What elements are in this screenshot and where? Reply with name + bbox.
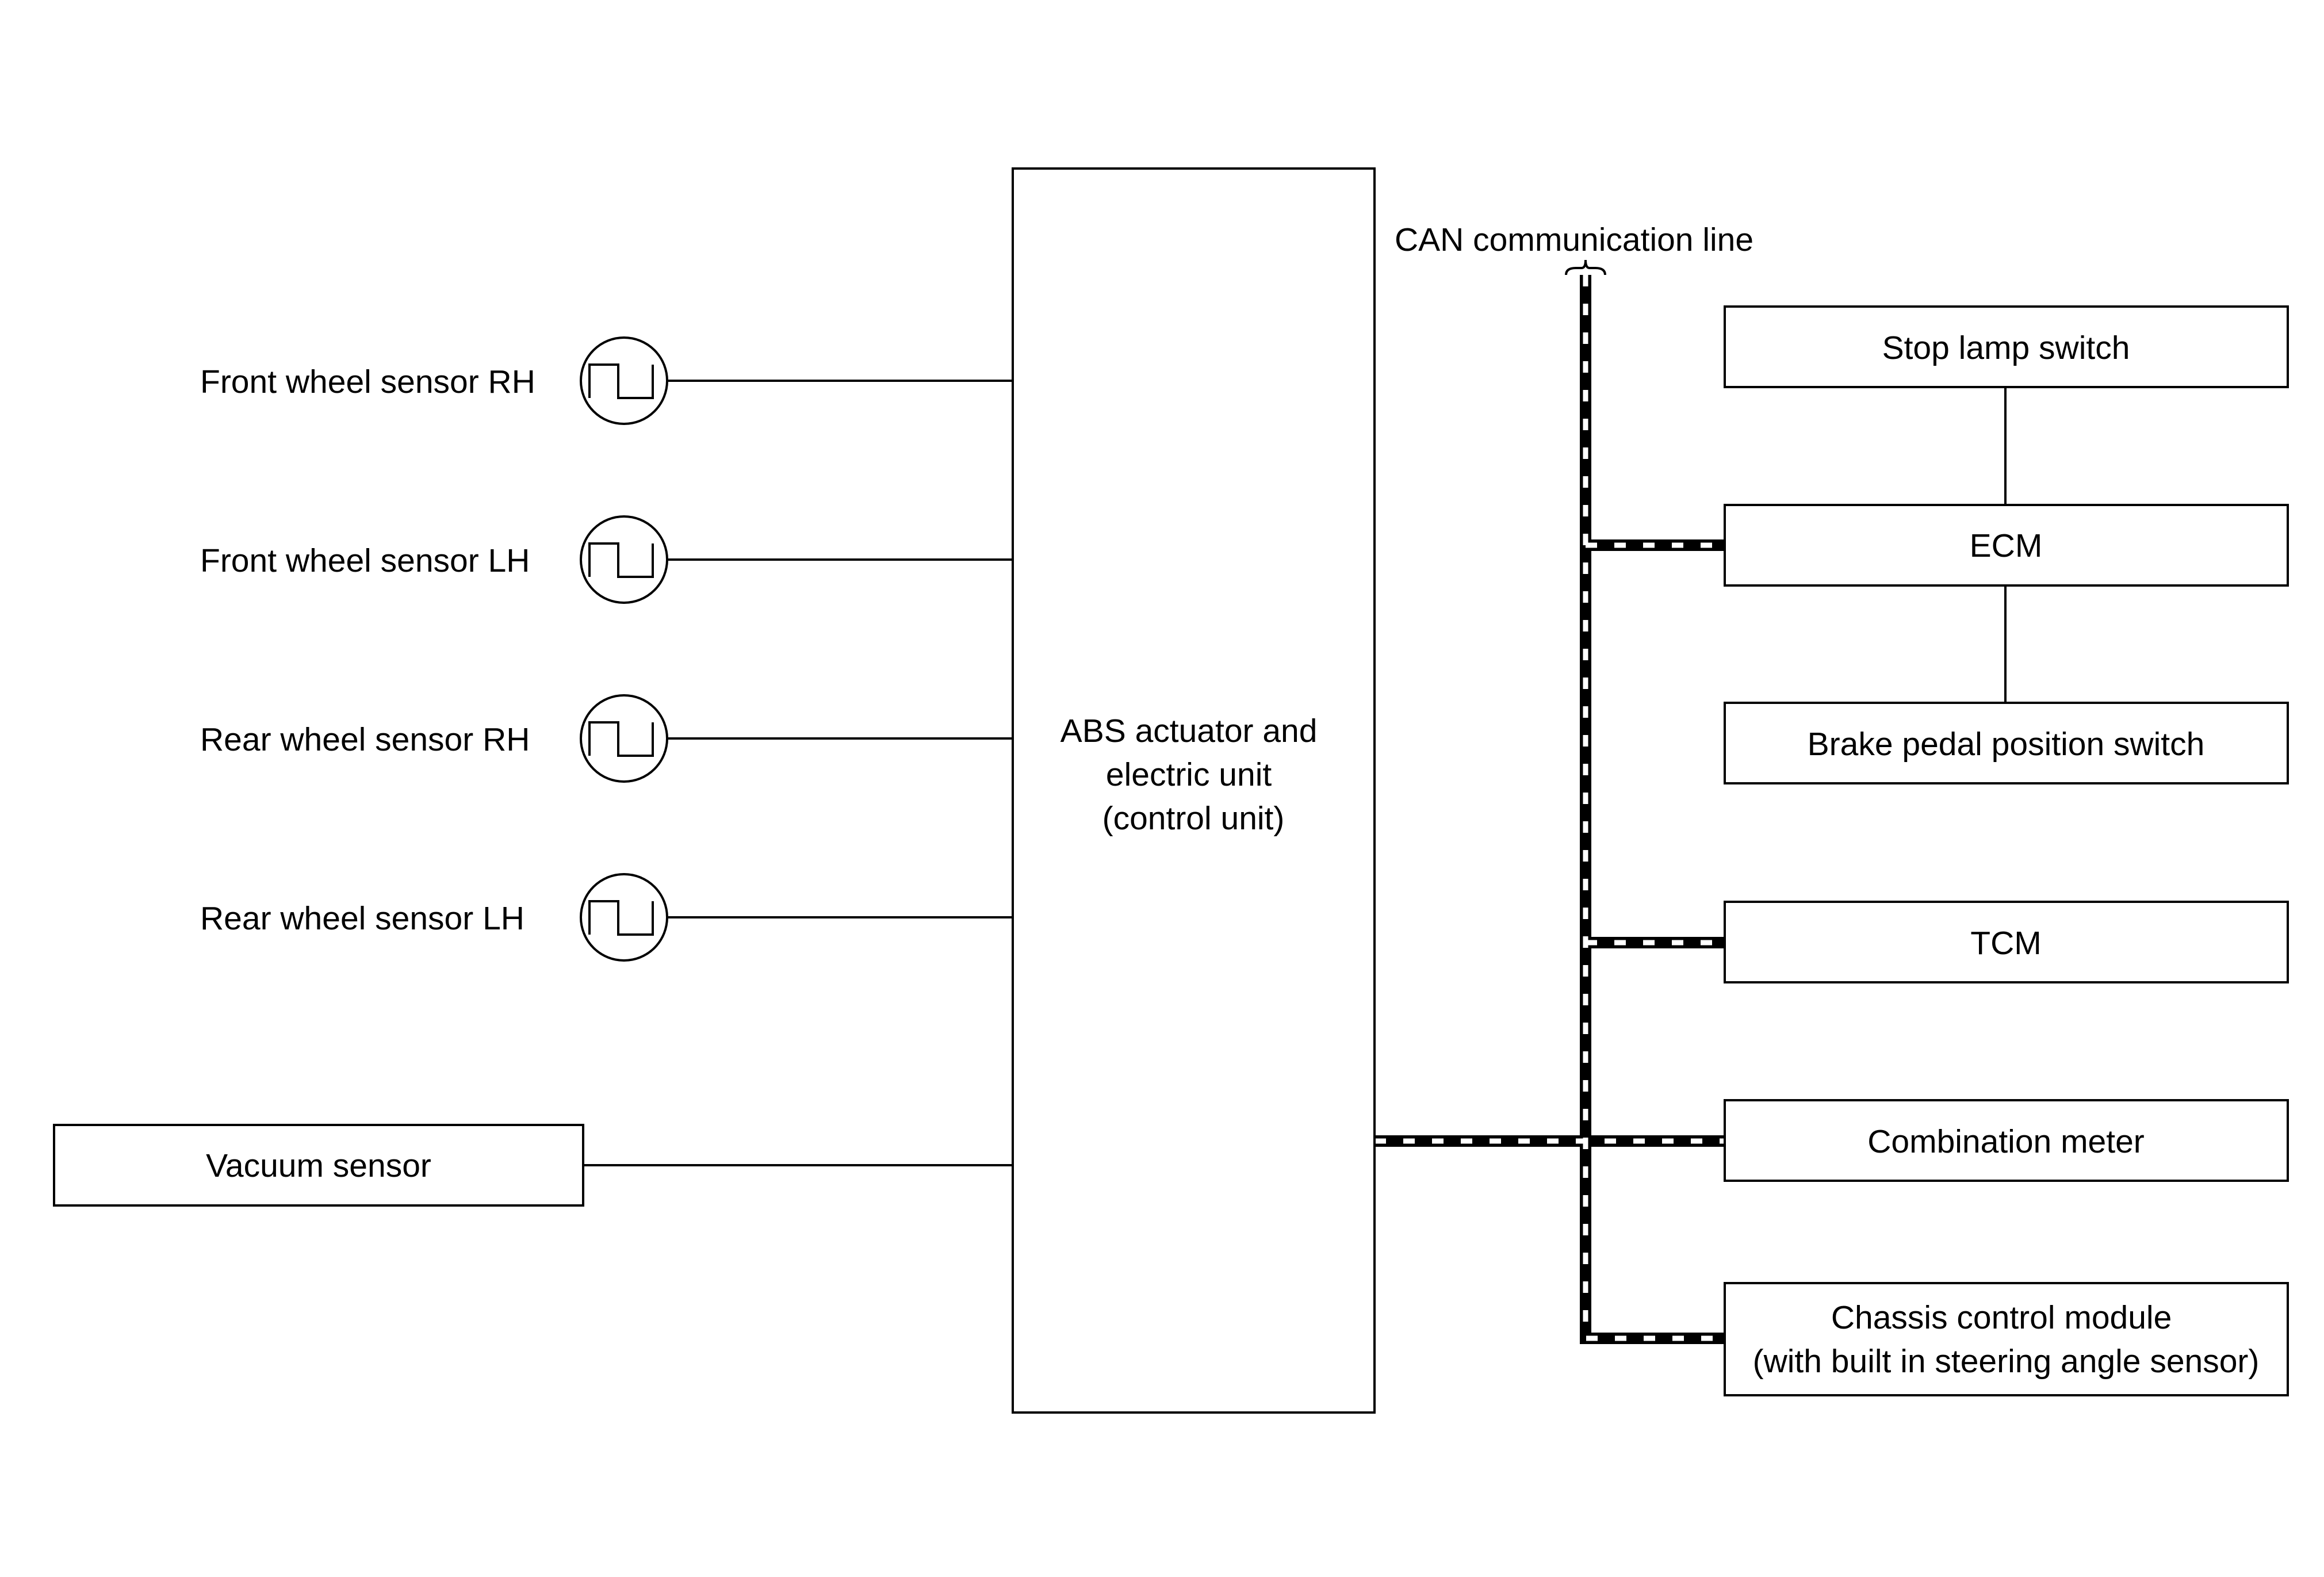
abs-control-unit-label: ABS actuator and electric unit (control …	[1060, 713, 1327, 837]
wheel-sensor-front-rh: Front wheel sensor RH	[200, 336, 668, 425]
abs-label-line-1: ABS actuator and	[1060, 713, 1318, 749]
brake-pedal-switch-box	[1724, 702, 2289, 784]
can-label-brace-icon	[1565, 259, 1606, 275]
wheel-sensor-rear-rh: Rear wheel sensor RH	[200, 694, 668, 783]
tcm-box	[1724, 901, 2289, 983]
module-ecm: ECM	[1724, 504, 2289, 587]
chassis-control-label: Chassis control module (with built in st…	[1753, 1299, 2260, 1380]
module-stop-lamp-switch: Stop lamp switch	[1724, 305, 2289, 388]
sensor-label: Front wheel sensor LH	[200, 542, 530, 579]
vacuum-sensor: Vacuum sensor	[53, 1124, 584, 1207]
wheel-sensor-front-lh: Front wheel sensor LH	[200, 515, 668, 604]
wheel-sensor-pulse-icon	[580, 873, 668, 962]
abs-control-unit-box	[1012, 167, 1376, 1414]
module-combination-meter: Combination meter	[1724, 1099, 2289, 1182]
tcm-label: TCM	[1970, 925, 2041, 962]
sensor-label: Rear wheel sensor RH	[200, 721, 530, 758]
module-brake-pedal-position-switch: Brake pedal position switch	[1724, 702, 2289, 784]
chassis-control-box	[1724, 1282, 2289, 1396]
pulse-waveform-icon	[588, 542, 654, 578]
wheel-sensor-rear-lh: Rear wheel sensor LH	[200, 873, 668, 962]
stop-lamp-switch-label: Stop lamp switch	[1882, 330, 2130, 366]
can-communication-line: CAN communication line	[1375, 221, 1753, 1344]
wheel-sensor-pulse-icon	[580, 515, 668, 604]
can-trunk-dashes	[1583, 275, 1725, 1341]
chassis-control-line-2: (with built in steering angle sensor)	[1753, 1343, 2260, 1380]
chassis-control-line-1: Chassis control module	[1831, 1299, 2172, 1336]
abs-control-unit: ABS actuator and electric unit (control …	[1012, 167, 1376, 1414]
sensor-label: Front wheel sensor RH	[200, 363, 535, 400]
sensor-label: Rear wheel sensor LH	[200, 900, 524, 937]
combination-meter-box	[1724, 1099, 2289, 1182]
pulse-waveform-icon	[588, 900, 654, 936]
brake-pedal-switch-label: Brake pedal position switch	[1808, 726, 2205, 763]
module-chassis-control: Chassis control module (with built in st…	[1724, 1282, 2289, 1396]
module-tcm: TCM	[1724, 901, 2289, 983]
abs-label-line-3: (control unit)	[1102, 800, 1285, 837]
ecm-box	[1724, 504, 2289, 587]
vacuum-sensor-box	[53, 1124, 584, 1207]
stop-lamp-switch-box	[1724, 305, 2289, 388]
wheel-sensor-pulse-icon	[580, 694, 668, 783]
wheel-sensor-pulse-icon	[580, 336, 668, 425]
vacuum-sensor-label: Vacuum sensor	[206, 1147, 431, 1184]
pulse-waveform-icon	[588, 721, 654, 757]
can-trunk	[1580, 275, 1725, 1344]
pulse-waveform-icon	[588, 363, 654, 399]
abs-label-line-2: electric unit	[1106, 756, 1272, 793]
signal-wires	[583, 380, 2007, 1166]
ecm-label: ECM	[1970, 527, 2043, 564]
can-line-label: CAN communication line	[1395, 221, 1753, 258]
combination-meter-label: Combination meter	[1867, 1123, 2145, 1160]
